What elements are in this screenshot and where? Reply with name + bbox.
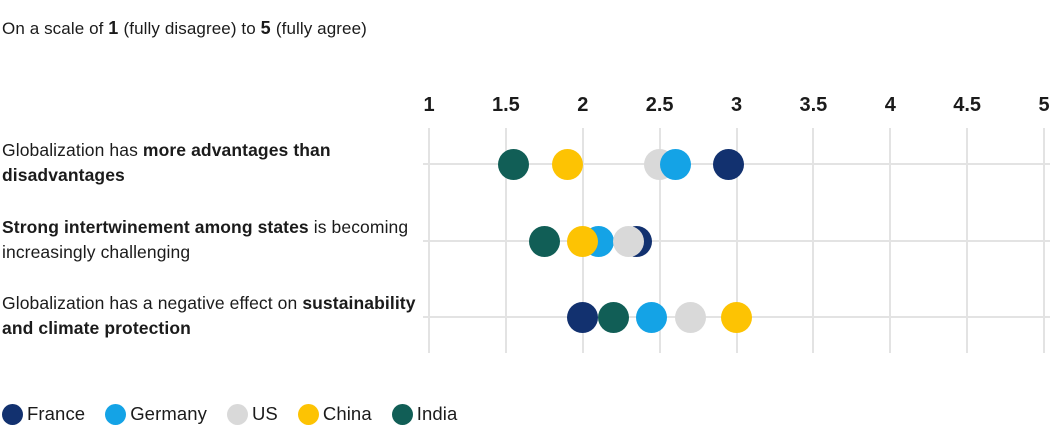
legend-dot-icon bbox=[391, 403, 413, 425]
legend-dot-icon bbox=[226, 403, 248, 425]
data-point-china bbox=[567, 225, 599, 257]
legend-label: India bbox=[416, 403, 458, 424]
legend-item-germany: Germany bbox=[105, 403, 207, 425]
legend-item-china: China bbox=[297, 403, 372, 425]
title-segment: (fully disagree) to bbox=[123, 19, 261, 38]
vertical-gridline bbox=[966, 128, 969, 353]
vertical-gridline bbox=[428, 128, 430, 353]
chart-title: On a scale of 1 (fully disagree) to 5 (f… bbox=[2, 18, 367, 39]
legend-item-france: France bbox=[2, 403, 85, 425]
data-point-india bbox=[498, 148, 530, 180]
data-point-france bbox=[567, 301, 599, 333]
axis-tick-label: 3.5 bbox=[799, 94, 828, 116]
axis-tick-label: 2.5 bbox=[645, 94, 674, 116]
vertical-gridline bbox=[1043, 128, 1045, 353]
row-label-segment: Globalization has bbox=[2, 140, 143, 160]
legend-label: Germany bbox=[130, 403, 207, 424]
legend-dot-icon bbox=[297, 403, 319, 425]
legend-label: China bbox=[322, 403, 372, 424]
vertical-gridline bbox=[735, 128, 738, 353]
row-label-segment: Globalization has a negative effect on bbox=[2, 293, 303, 313]
title-segment: (fully agree) bbox=[275, 19, 367, 38]
title-segment: 5 bbox=[260, 18, 276, 38]
axis-tick-label: 4 bbox=[884, 94, 896, 116]
data-point-france bbox=[713, 148, 745, 180]
vertical-gridline bbox=[812, 128, 815, 353]
axis-tick-label: 2 bbox=[577, 94, 589, 116]
row-label-segment: Strong intertwinement among states bbox=[2, 217, 309, 237]
data-point-us bbox=[613, 225, 645, 257]
legend-label: France bbox=[27, 403, 86, 424]
plot-area: 1 1.5 2 2.5 3 3.5 4 4.5 5 bbox=[423, 94, 1050, 353]
legend: France Germany US China India bbox=[2, 403, 477, 425]
axis-tick-label: 1.5 bbox=[491, 94, 520, 116]
row-label-segment: more advantages than disadvantages bbox=[2, 140, 331, 185]
data-point-germany bbox=[659, 148, 691, 180]
axis-tick-label: 1 bbox=[423, 94, 435, 116]
vertical-gridline bbox=[889, 128, 892, 353]
vertical-gridline bbox=[504, 128, 507, 353]
row-label-segment: sustainability and climate protection bbox=[2, 293, 416, 338]
legend-item-us: US bbox=[226, 403, 278, 425]
row-label-segment: is becoming increasingly challenging bbox=[2, 217, 409, 262]
legend-item-india: India bbox=[391, 403, 458, 425]
data-point-china bbox=[551, 148, 583, 180]
axis-tick-label: 5 bbox=[1038, 94, 1050, 116]
data-point-india bbox=[598, 301, 629, 333]
vertical-gridline bbox=[658, 128, 661, 353]
data-point-china bbox=[721, 301, 752, 333]
title-segment: On a scale of bbox=[2, 19, 109, 38]
data-point-us bbox=[674, 301, 706, 333]
row-label: Globalization has a negative effect on s… bbox=[2, 291, 426, 341]
legend-dot-icon bbox=[2, 403, 23, 425]
title-segment: 1 bbox=[108, 18, 124, 38]
legend-label: US bbox=[251, 403, 278, 424]
legend-dot-icon bbox=[105, 403, 127, 425]
axis-tick-label: 3 bbox=[730, 94, 743, 116]
data-point-india bbox=[528, 225, 560, 257]
row-label: Strong intertwinement among states is be… bbox=[2, 215, 426, 265]
row-label: Globalization has more advantages than d… bbox=[2, 138, 426, 188]
data-point-germany bbox=[636, 301, 668, 333]
axis-tick-label: 4.5 bbox=[953, 94, 982, 116]
